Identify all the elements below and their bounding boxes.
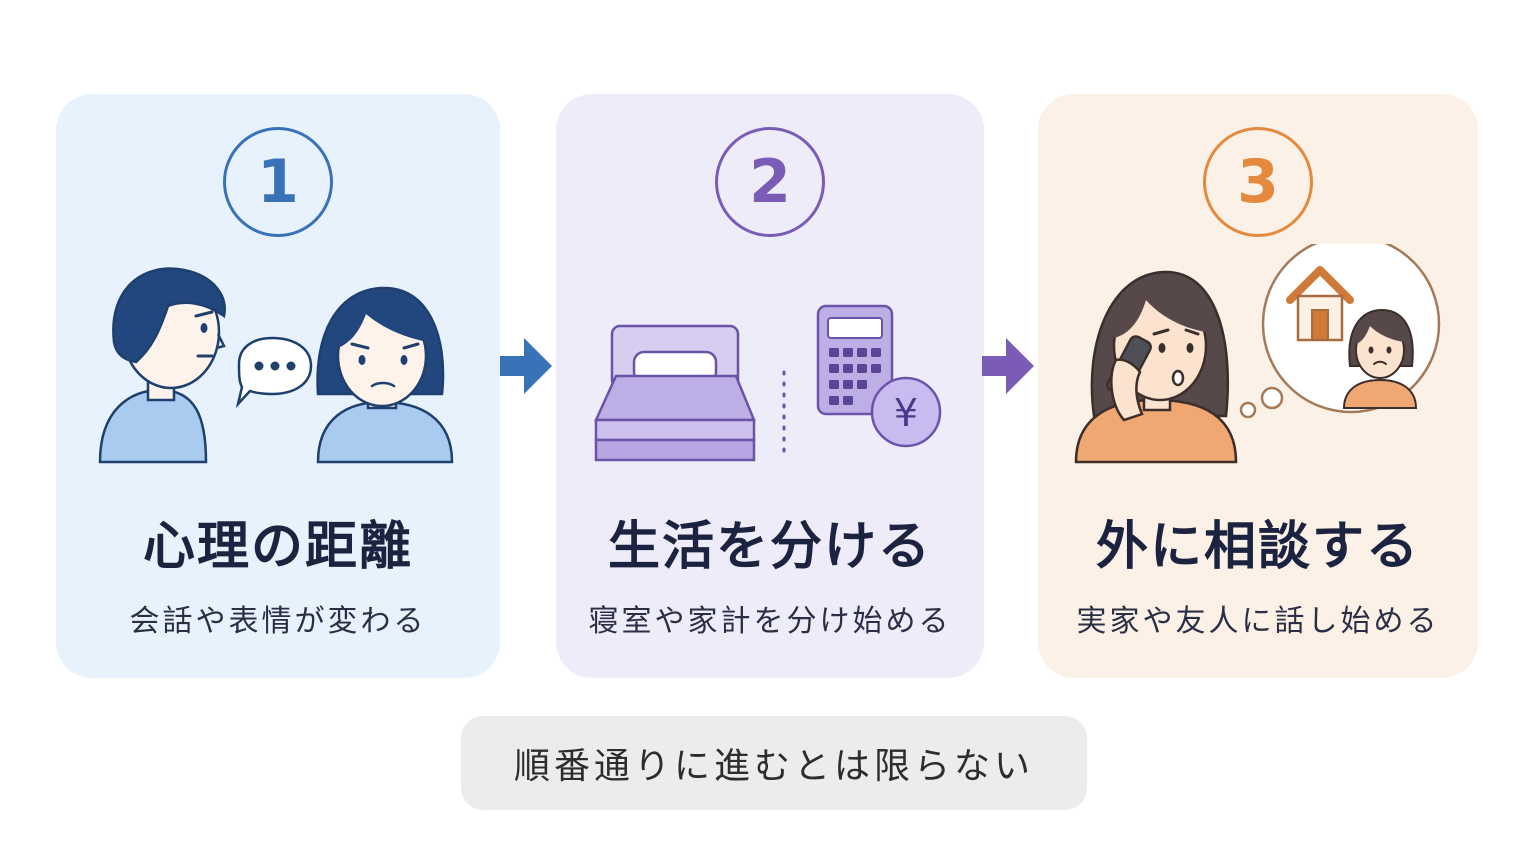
step-card-1: 1	[56, 94, 500, 678]
woman-on-phone-icon	[1074, 270, 1238, 464]
step-2-illustration: ¥	[556, 244, 984, 474]
step-subtitle-1: 会話や表情が変わる	[129, 604, 427, 639]
step-card-2: 2	[556, 94, 984, 678]
parent-face-icon	[1342, 308, 1418, 409]
woman-face-icon	[316, 286, 454, 464]
step-number-2: 2	[715, 127, 825, 237]
step-subtitle-2: 寝室や家計を分け始める	[588, 604, 952, 639]
yen-symbol: ¥	[894, 391, 918, 435]
house-icon	[1286, 266, 1354, 342]
arrow-right-icon	[980, 336, 1036, 396]
note-text: 順番通りに進むとは限らない	[513, 746, 1034, 787]
speech-bubble-icon	[235, 336, 313, 409]
arrow-right-icon	[498, 336, 554, 396]
step-title-2: 生活を分ける	[607, 517, 932, 577]
step-1-illustration	[56, 244, 500, 474]
calculator-icon	[816, 304, 894, 416]
step-number-3: 3	[1203, 127, 1313, 237]
step-subtitle-3: 実家や友人に話し始める	[1076, 604, 1440, 639]
bed-icon	[594, 324, 756, 462]
step-title-3: 外に相談する	[1095, 517, 1420, 577]
man-face-icon	[98, 267, 226, 464]
note-box: 順番通りに進むとは限らない	[461, 716, 1087, 810]
step-card-3: 3	[1038, 94, 1478, 678]
step-title-1: 心理の距離	[142, 517, 413, 577]
step-number-1: 1	[223, 127, 333, 237]
yen-coin-icon: ¥	[870, 376, 942, 448]
step-3-illustration	[1038, 244, 1478, 474]
